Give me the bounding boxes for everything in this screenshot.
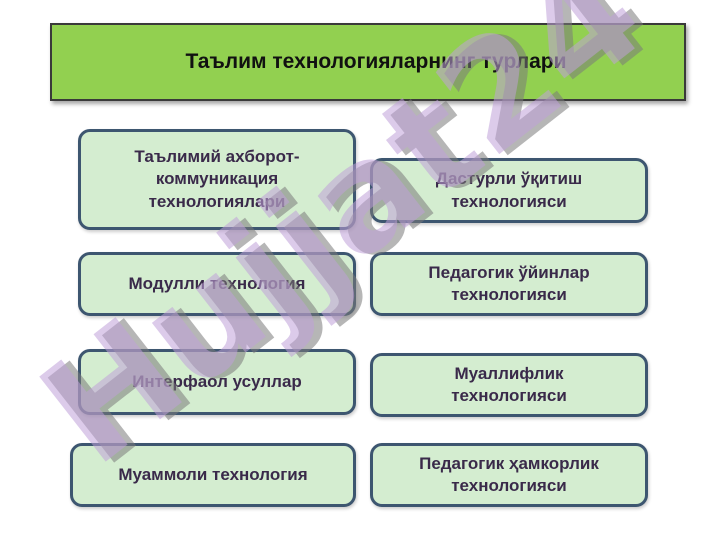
card-pedagogical-cooperation: Педагогик ҳамкорлик технологияси — [370, 443, 648, 507]
card-modular-tech: Модулли технология — [78, 252, 356, 316]
card-programmed-learning: Дастурли ўқитиш технологияси — [370, 158, 648, 223]
card-author-tech: Муаллифлик технологияси — [370, 353, 648, 417]
card-label: Таълимий ахборот- коммуникация технологи… — [134, 147, 300, 211]
card-label: Педагогик ўйинлар технологияси — [428, 262, 590, 304]
card-info-comm-tech: Таълимий ахборот- коммуникация технологи… — [78, 129, 356, 230]
card-label: Педагогик ҳамкорлик технологияси — [419, 453, 599, 495]
card-label: Муаллифлик технологияси — [451, 363, 567, 405]
card-interactive-methods: Интерфаол усуллар — [78, 349, 356, 415]
card-problem-tech: Муаммоли технология — [70, 443, 356, 507]
card-label: Модулли технология — [128, 273, 306, 293]
card-pedagogical-games: Педагогик ўйинлар технологияси — [370, 252, 648, 316]
title-box: Таълим технологияларнинг турлари — [50, 23, 686, 101]
card-label: Интерфаол усуллар — [132, 371, 302, 391]
slide-title: Таълим технологияларнинг турлари — [185, 50, 567, 73]
card-label: Дастурли ўқитиш технологияси — [435, 169, 583, 211]
card-label: Муаммоли технология — [118, 464, 308, 484]
